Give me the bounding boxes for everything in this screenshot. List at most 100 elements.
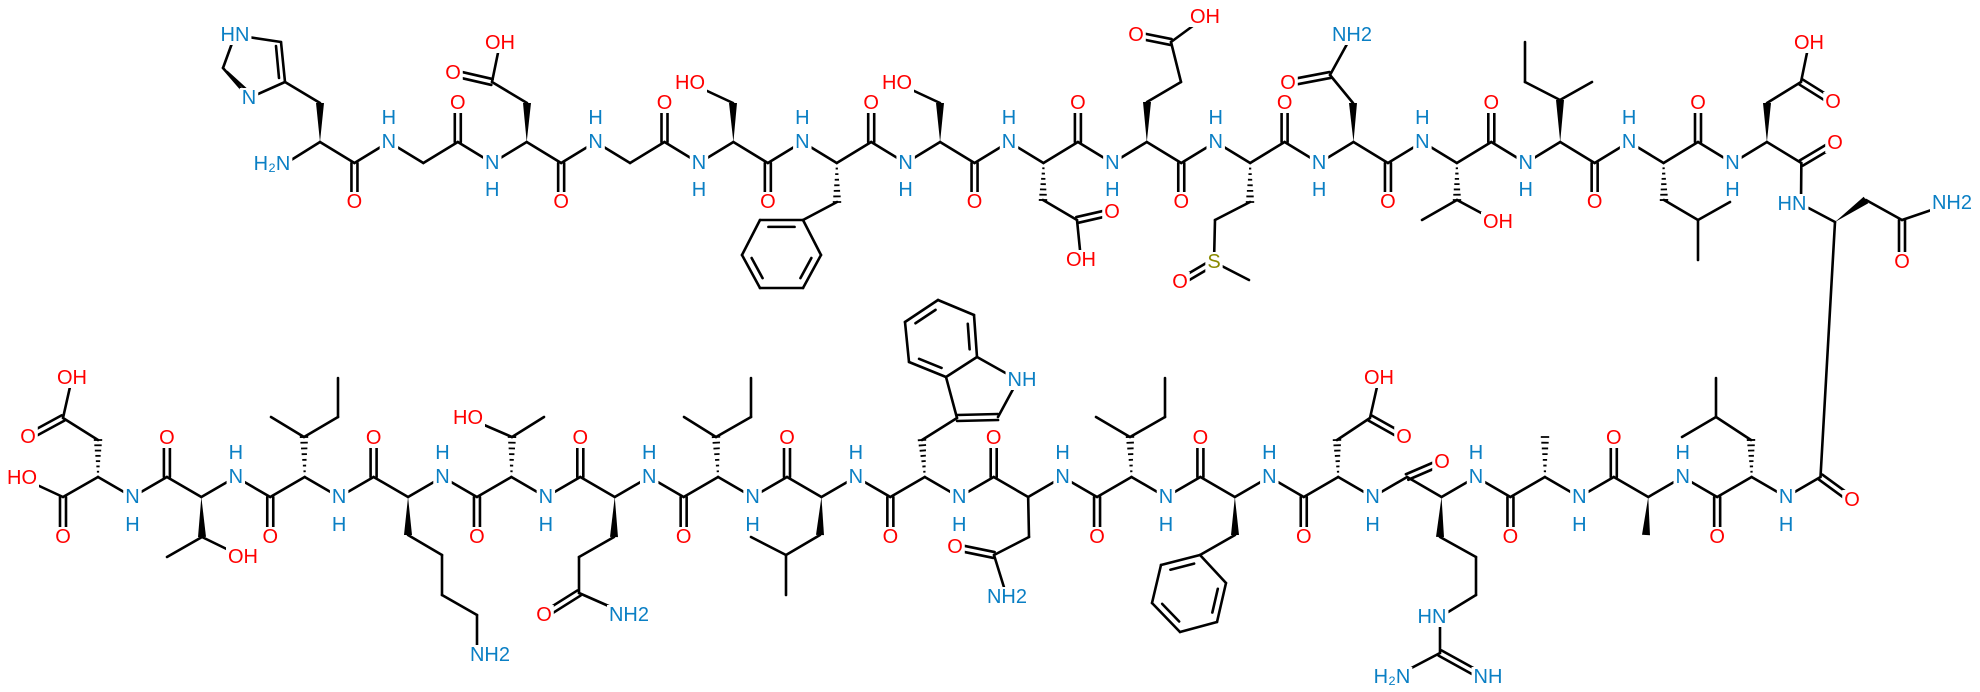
atom-label-h: H — [639, 442, 659, 464]
atom-symbol: OH — [1190, 6, 1220, 28]
label-background — [586, 108, 605, 128]
atom-symbol: O — [1277, 92, 1293, 114]
atom-label-h: H — [999, 107, 1019, 129]
atom-symbol: O — [1089, 526, 1105, 548]
bond — [1145, 80, 1183, 104]
bond — [920, 416, 959, 442]
label-background — [1604, 428, 1624, 448]
atom-symbol: O — [1434, 451, 1450, 473]
bond — [1455, 140, 1493, 165]
atom-label-n: N — [950, 486, 969, 508]
label-background — [639, 467, 659, 487]
wedge-bond — [404, 497, 412, 536]
atom-symbol: N — [952, 486, 966, 508]
atom-label-oh: OH — [1362, 367, 1396, 389]
atom-symbol: O — [947, 536, 963, 558]
atom-symbol: N — [1262, 466, 1276, 488]
label-background — [1278, 73, 1298, 93]
atom-label-o: O — [534, 604, 554, 626]
bond — [955, 412, 1000, 417]
label-background — [1619, 108, 1639, 128]
label-background — [950, 515, 969, 535]
atom-symbol: NH2 — [987, 586, 1027, 608]
bond — [1714, 415, 1753, 442]
atom-label-h: H — [1413, 107, 1432, 129]
atom-symbol: O — [657, 92, 673, 114]
bond — [510, 415, 546, 439]
atom-label-n: N — [1363, 486, 1382, 508]
atom-label-o: O — [1892, 251, 1912, 273]
atom-label-o: O — [1500, 526, 1521, 548]
label-background — [1103, 153, 1122, 173]
atom-label-n: N — [793, 131, 812, 153]
bond — [1128, 415, 1167, 439]
atom-symbol: O — [1280, 72, 1296, 94]
bond — [269, 415, 306, 439]
label-background — [226, 547, 260, 567]
atom-symbol: N — [485, 152, 499, 174]
bonds-layer — [20, 15, 1954, 678]
label-background — [1156, 515, 1176, 535]
label-background — [1792, 33, 1826, 53]
label-background — [964, 192, 985, 212]
label-background — [226, 467, 246, 487]
atom-symbol: O — [1128, 24, 1144, 46]
atom-label-h: H — [689, 179, 709, 201]
atom-symbol: N — [1312, 152, 1326, 174]
bond — [1199, 475, 1237, 499]
bond — [1169, 40, 1183, 84]
bond — [1662, 198, 1700, 222]
atom-symbol: OH — [57, 367, 87, 389]
label-background — [451, 408, 485, 428]
label-background — [586, 132, 605, 152]
atom-symbol: H₂N — [1374, 666, 1411, 688]
bond — [938, 140, 976, 165]
atom-symbol: H — [692, 179, 706, 201]
atom-symbol: H — [485, 179, 499, 201]
atom-label-n: N — [1776, 486, 1796, 508]
atom-label-n: N — [226, 466, 246, 488]
bond — [732, 140, 770, 165]
atom-label-n: N — [999, 131, 1019, 153]
atom-label-o: O — [1126, 24, 1146, 46]
label-background — [534, 605, 554, 625]
atom-label-h: H — [1053, 442, 1072, 464]
atom-label-o: O — [1825, 132, 1845, 154]
label-background — [1776, 487, 1796, 507]
atom-label-nh2: NH2 — [606, 604, 652, 626]
bond — [740, 253, 762, 290]
atom-label-n: N — [1516, 152, 1535, 174]
atom-label-h: H — [950, 514, 969, 536]
atom-symbol: NH2 — [470, 644, 510, 666]
label-background — [1466, 467, 1486, 487]
atom-symbol: H — [1055, 442, 1069, 464]
atom-label-n: N — [1413, 131, 1432, 153]
bond — [1169, 562, 1196, 572]
label-background — [1309, 180, 1329, 200]
label-background — [379, 108, 399, 128]
atom-label-o: O — [1394, 426, 1414, 448]
atom-label-hn: HN — [218, 24, 252, 46]
bond — [1248, 140, 1286, 165]
atom-symbol: NH — [1008, 369, 1037, 391]
label-background — [1432, 452, 1452, 472]
atom-label-nh: NH — [1005, 369, 1039, 391]
label-background — [896, 153, 915, 173]
label-background — [1723, 180, 1742, 200]
bond — [1715, 475, 1753, 499]
label-background — [1570, 515, 1589, 535]
atom-symbol: HN — [1778, 193, 1807, 215]
atom-symbol: H — [1519, 179, 1533, 201]
bond — [1680, 415, 1718, 439]
label-background — [1053, 443, 1072, 463]
atom-label-o: O — [1432, 451, 1452, 473]
atom-label-o: O — [448, 92, 468, 114]
atom-symbol: N — [1779, 486, 1793, 508]
label-background — [1205, 252, 1223, 272]
atom-label-o: O — [880, 526, 901, 548]
atom-symbol: H₂N — [254, 153, 291, 175]
label-background — [1363, 487, 1382, 507]
atom-label-o: O — [363, 427, 384, 449]
bond — [1198, 533, 1237, 557]
atom-symbol: O — [1690, 92, 1706, 114]
